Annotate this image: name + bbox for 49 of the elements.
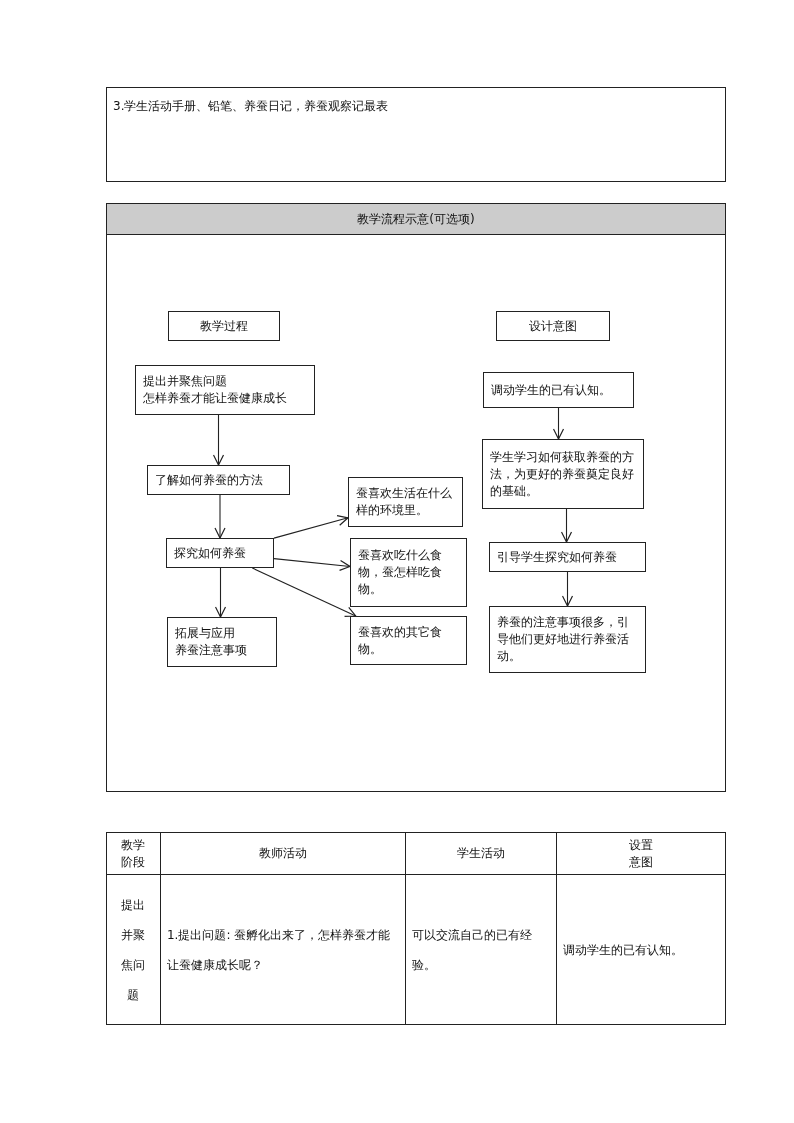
arrow [251,567,357,617]
arrow [273,515,349,539]
header-cell: 设置意图 [556,832,726,875]
box-text: 设计意图 [529,317,577,335]
process-box [482,439,644,509]
process-box [147,465,290,495]
table-cell: 可以交流自己的已有经验。 [405,874,557,1025]
arrow [273,558,351,571]
box-text: 养蚕注意事项 [175,642,247,659]
box-text: 学生学习如何获取养蚕的方法，为更好的养蚕奠定良好的基础。 [490,448,635,500]
heading-box [496,311,610,341]
process-box [348,477,463,527]
text: 3.学生活动手册、铅笔、养蚕日记，养蚕观察记最表 [113,98,390,115]
box-text: 怎样养蚕才能让蚕健康成长 [143,390,287,407]
table-cell: 1.提出问题: 蚕孵化出来了，怎样养蚕才能让蚕健康成长呢？ [160,874,406,1025]
arrow [212,414,225,466]
arrow [214,567,227,618]
table-cell: 提出并聚焦问题 [106,874,161,1025]
flowchart-panel [106,203,726,792]
box-text: 养蚕的注意事项很多，引导他们更好地进行养蚕活动。 [497,614,630,665]
heading-box [168,311,280,341]
arrow [552,407,565,440]
box-text: 了解如何养蚕的方法 [155,471,263,489]
process-box [350,538,467,607]
process-box [489,542,646,572]
box-text: 蚕喜欢吃什么食物，蚕怎样吃食物。 [358,547,443,598]
arrow [561,571,574,607]
box-text: 蚕喜欢生活在什么样的环境里。 [356,485,453,519]
arrow [560,508,573,543]
process-box [167,617,277,667]
process-box [166,538,274,568]
process-box [483,372,634,408]
process-box [350,616,467,665]
process-box [135,365,315,415]
arrow [214,494,226,539]
box-text: 教学过程 [200,317,248,335]
process-box [489,606,646,673]
header-cell: 教师活动 [160,832,406,875]
header-cell: 学生活动 [405,832,557,875]
box-text: 引导学生探究如何养蚕 [497,548,617,566]
table-cell: 调动学生的已有认知。 [556,874,726,1025]
text-box [106,87,726,182]
box-text: 提出并聚焦问题 [143,373,227,390]
box-text: 调动学生的已有认知。 [491,381,611,399]
header-cell: 教学阶段 [106,832,161,875]
box-text: 蚕喜欢的其它食物。 [358,623,443,658]
box-text: 探究如何养蚕 [174,544,246,562]
panel-header: 教学流程示意(可选项) [107,204,725,235]
box-text: 拓展与应用 [175,625,235,642]
